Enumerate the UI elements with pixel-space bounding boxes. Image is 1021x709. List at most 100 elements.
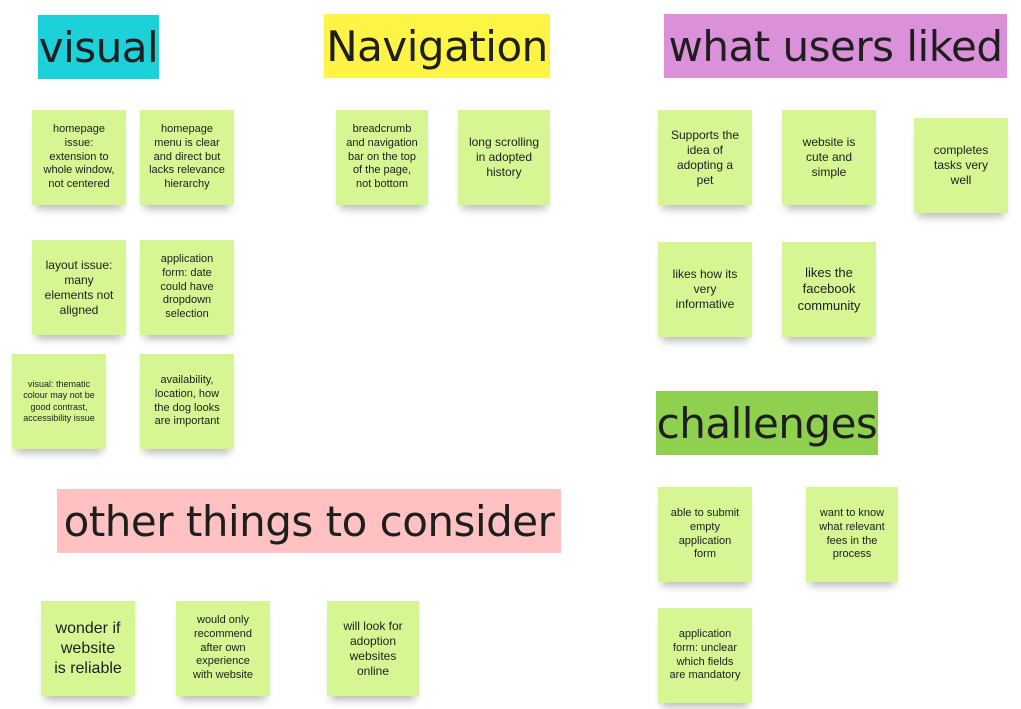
sticky-note-line: could have (160, 280, 214, 293)
sticky-note-line: able to submit (670, 507, 740, 519)
sticky-note-line: elements not (44, 287, 114, 302)
sticky-note-line: likes how its (672, 267, 738, 281)
sticky-note-line: issue: (64, 136, 94, 149)
sticky-note-line: aligned (59, 302, 99, 317)
sticky-note-line: homepage (53, 123, 105, 136)
sticky-note-line: whole window, (43, 164, 115, 177)
sticky-note-line: well (950, 173, 972, 187)
sticky-note-line: breadcrumb (352, 123, 412, 136)
sticky-note-line: community (797, 297, 861, 313)
sticky-note-line: colour may not be (23, 390, 95, 401)
sticky-note-line: will look for (343, 618, 403, 633)
sticky-note-line: cute and (805, 150, 853, 164)
sticky-note-line: extension to (49, 150, 109, 163)
sticky-note-line: simple (811, 165, 847, 179)
header-what-users-liked[interactable]: what users liked (664, 14, 1007, 78)
sticky-note-line: wonder if (55, 619, 121, 637)
sticky-note-line: are mandatory (669, 669, 741, 682)
sticky-note-line: accessibility issue (23, 412, 95, 423)
sticky-note-line: of the page, (352, 164, 412, 177)
sticky-note-line: history (486, 165, 522, 179)
sticky-note-line: visual: thematic (27, 379, 90, 389)
sticky-note-line: facebook (802, 281, 856, 297)
sticky-note-line: bar on the top (348, 150, 416, 163)
sticky-note-line: idea of (686, 142, 723, 157)
sticky-note-line: want to know (819, 507, 885, 519)
sticky-note-line: and direct but (153, 150, 221, 163)
sticky-note-line: hierarchy (164, 178, 210, 191)
sticky-note-line: adoption (349, 633, 397, 648)
sticky-note-line: form: unclear (672, 641, 738, 654)
sticky-note-line: application (678, 628, 732, 640)
sticky-note-line: form: date (162, 266, 212, 279)
header-challenges[interactable]: challenges (656, 391, 878, 455)
sticky-note-line: pet (696, 172, 714, 187)
sticky-note-line: lacks relevance (149, 164, 225, 177)
sticky-note-line: dropdown (162, 294, 212, 307)
sticky-note-line: the dog looks (154, 401, 220, 414)
sticky-note-line: tasks very (933, 158, 988, 172)
sticky-note-line: is reliable (54, 659, 122, 677)
sticky-note-line: and navigation (346, 136, 418, 149)
sticky-note-line: are important (154, 415, 220, 428)
header-visual[interactable]: visual (38, 15, 159, 79)
sticky-note-line: experience (196, 655, 250, 668)
sticky-note-line: very (693, 282, 717, 296)
sticky-note-line: online (356, 663, 389, 678)
header-other-things-to-consider[interactable]: other things to consider (57, 489, 561, 553)
sticky-note-line: what relevant (819, 520, 885, 533)
sticky-note-line: fees in the (826, 534, 878, 547)
sticky-note-line: form (693, 548, 716, 561)
sticky-note-line: websites (349, 648, 397, 663)
sticky-note-line: would only (197, 614, 249, 627)
sticky-note-line: application (160, 253, 214, 266)
sticky-note-line: menu is clear (154, 136, 220, 149)
sticky-note-line: many (64, 272, 94, 287)
sticky-note-line: good contrast, (30, 401, 88, 412)
sticky-note-line: location, how (154, 387, 220, 400)
sticky-note-line: in adopted (475, 150, 533, 164)
sticky-note-line: not centered (48, 178, 110, 191)
sticky-note-line: recommend (193, 627, 253, 640)
header-navigation[interactable]: Navigation (324, 14, 550, 78)
sticky-note-line: Supports the (670, 127, 740, 142)
sticky-note-line: empty (690, 520, 720, 533)
sticky-note-line: not bottom (356, 178, 408, 191)
sticky-note-line: website is (802, 135, 856, 149)
